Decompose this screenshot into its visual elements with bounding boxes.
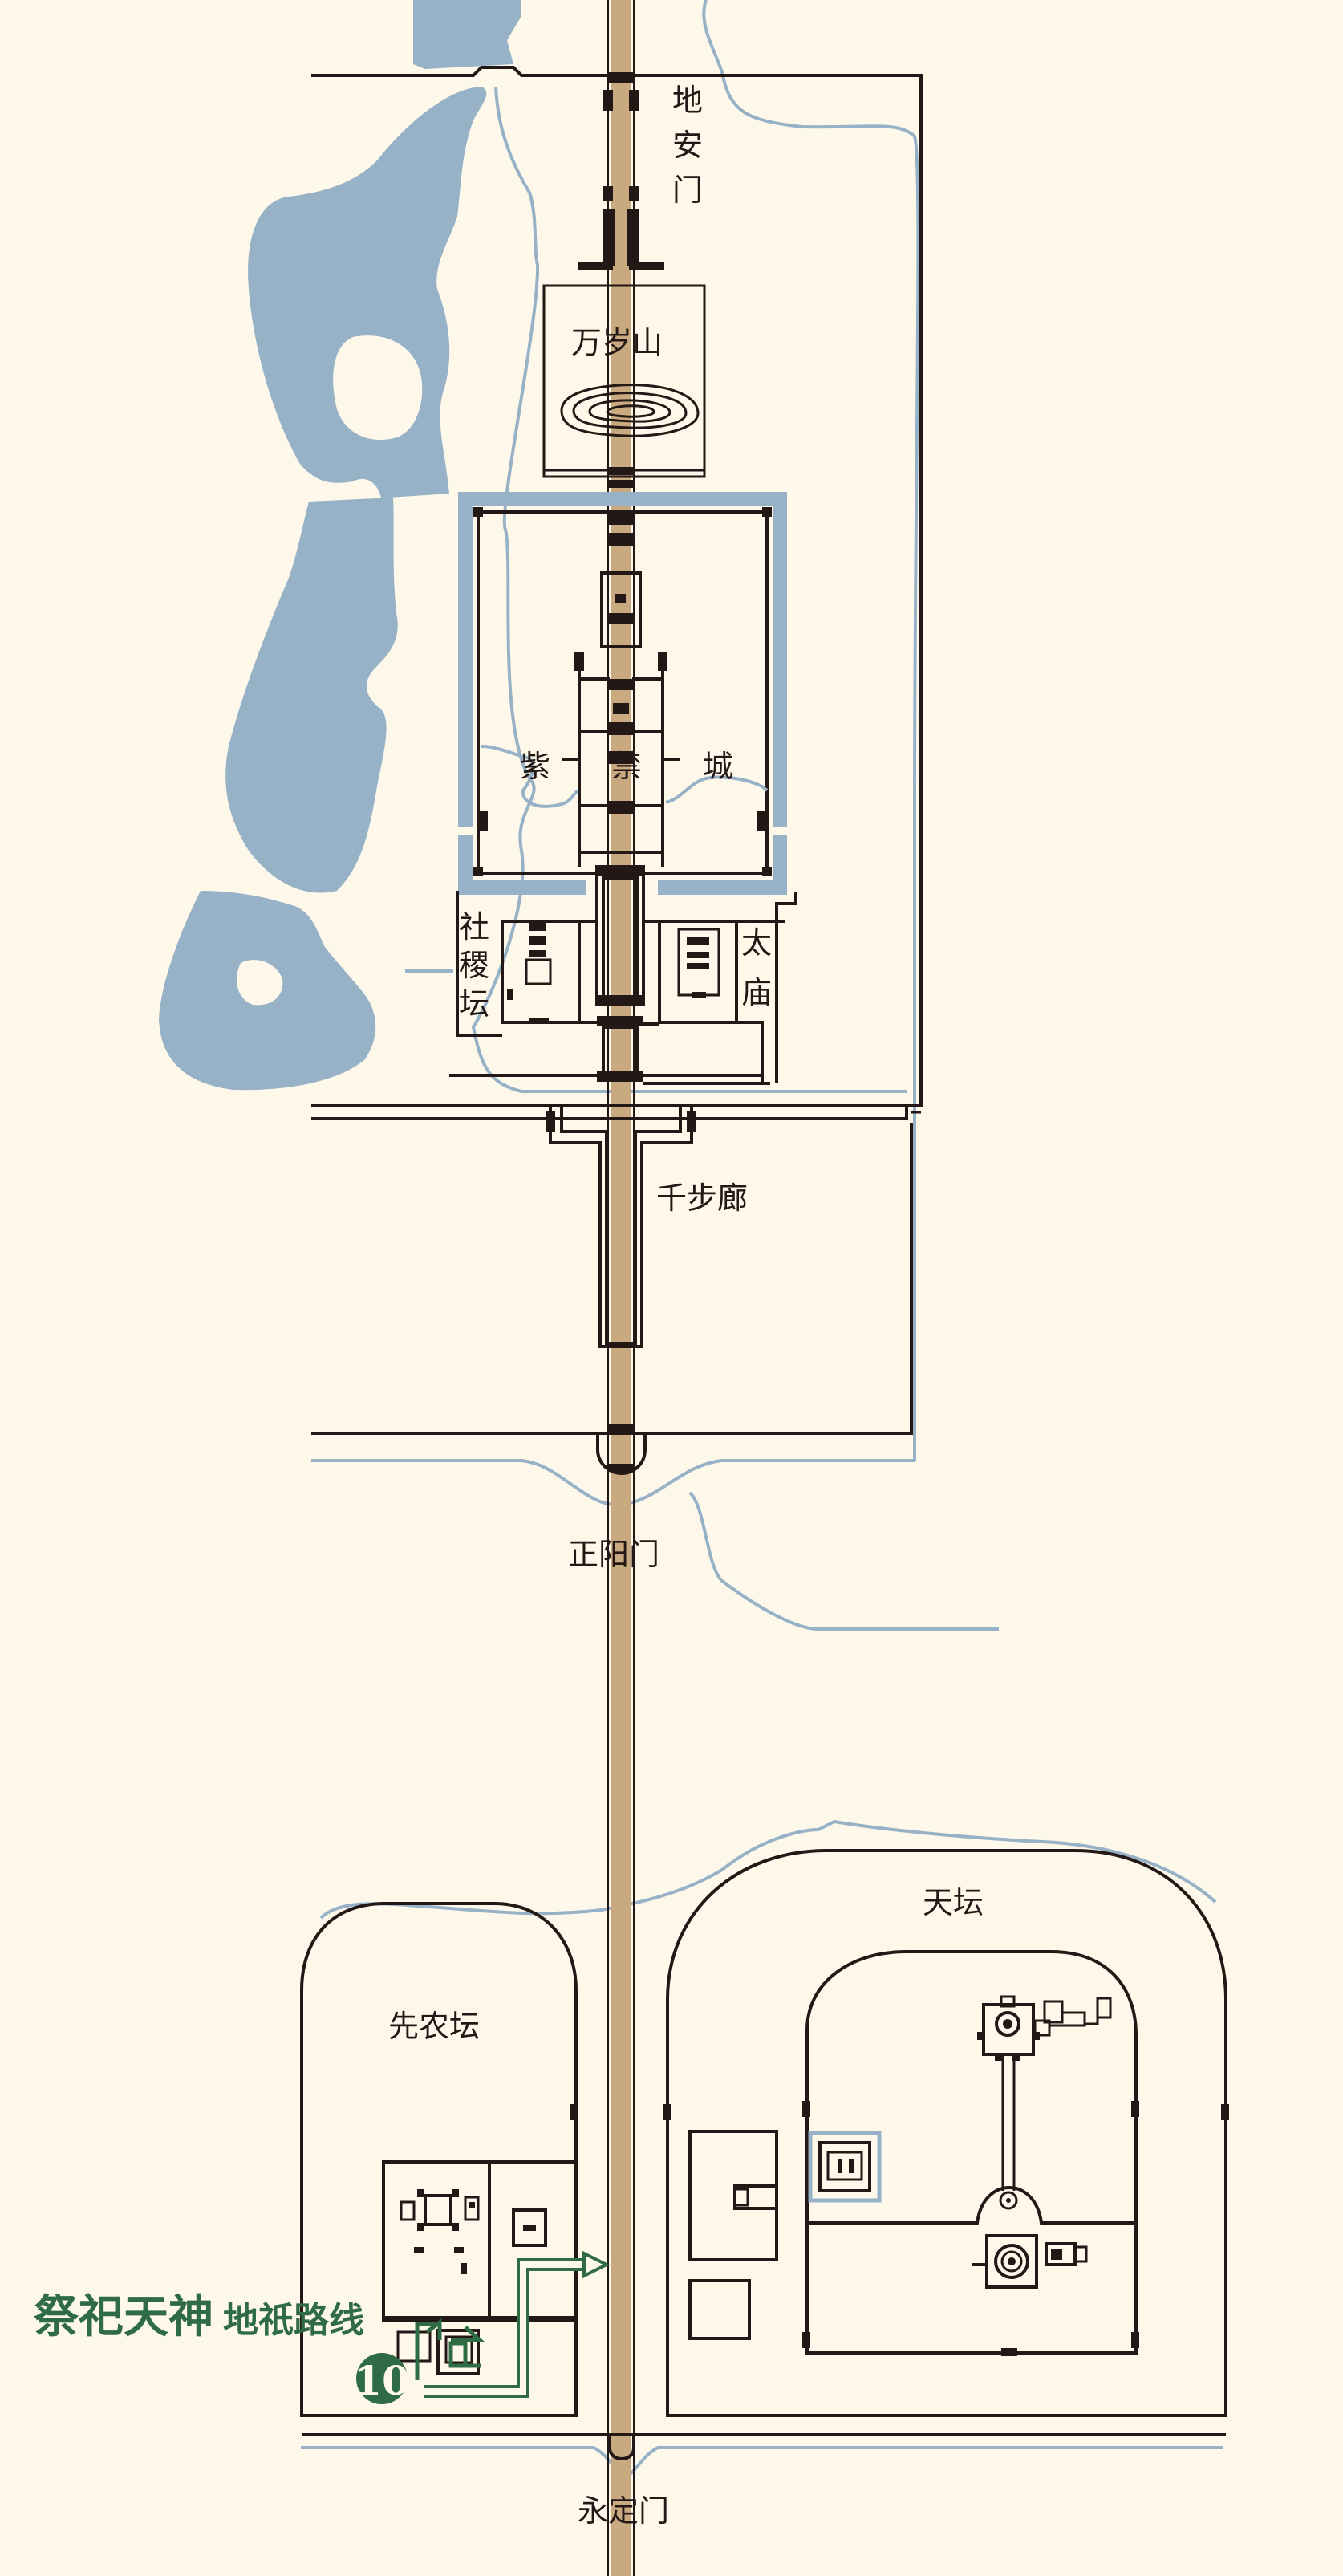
route-line-inner	[424, 2261, 594, 2395]
west-lake-middle	[225, 498, 398, 893]
sacrifice-route	[415, 2250, 611, 2398]
route-arrow-head	[582, 2250, 611, 2279]
yong-ding-men: 永定门	[302, 2433, 1226, 2529]
west-lake-north	[248, 87, 487, 498]
lake-island	[333, 335, 423, 441]
imperial-city-wall	[311, 66, 923, 1435]
tai-char: 太	[741, 925, 772, 961]
route-start-hook	[415, 2322, 485, 2380]
zheng-yang-men-label: 正阳门	[568, 1537, 659, 1572]
qian-bu-lang: 千步廊	[546, 1106, 748, 1348]
river-palace-west	[471, 86, 907, 1093]
she-char: 社	[459, 909, 489, 945]
di-an-men-gate	[578, 72, 664, 270]
xian-nong-tan-label: 先农坛	[388, 2009, 480, 2044]
cheng-char: 城	[703, 749, 733, 784]
south-lake-island	[237, 960, 283, 1006]
wan-sui-shan-label: 万岁山	[571, 325, 663, 360]
route-title-main: 祭祀天神	[34, 2290, 213, 2343]
miao-char: 庙	[741, 975, 772, 1010]
jin-char: 禁	[611, 749, 642, 784]
zhai-gong-outer	[808, 2131, 882, 2203]
axis-band	[611, 0, 631, 2576]
river-east-north	[702, 0, 920, 1461]
di-an-men-char-3: 门	[672, 173, 703, 208]
di-an-men-char-1: 地	[672, 83, 703, 118]
route-start-arrow	[425, 2318, 442, 2340]
route-title-sub: 地祇路线	[223, 2300, 364, 2341]
route-legend: 祭祀天神 地祇路线 10	[34, 2290, 410, 2404]
tian-tan-label: 天坛	[923, 1885, 984, 1920]
di-an-men-char-2: 安	[672, 128, 703, 163]
tian-tan: 天坛	[663, 1849, 1229, 2417]
xian-nong-tan: 先农坛	[300, 1902, 578, 2417]
north-lake-top	[413, 0, 521, 69]
yong-ding-men-label: 永定门	[578, 2493, 669, 2529]
forbidden-city: 紫 禁 城	[458, 492, 787, 895]
route-number: 10	[354, 2357, 410, 2404]
wan-sui-shan: 万岁山	[542, 284, 706, 488]
river-yongding	[301, 2446, 1223, 2478]
di-an-men-label: 地 安 门	[672, 83, 703, 208]
ji-char: 稷	[459, 948, 489, 983]
lakes	[159, 0, 521, 1091]
route-number-badge	[356, 2353, 408, 2404]
tan-char: 坛	[459, 986, 489, 1022]
zheng-yang-men: 正阳门	[568, 1424, 659, 1572]
river-se-branch	[688, 1491, 999, 1631]
qian-bu-lang-label: 千步廊	[656, 1180, 748, 1216]
front-courtyards: 社 稷 坛 太 庙	[405, 865, 797, 1085]
river-temple-north	[319, 1819, 1217, 1920]
zi-char: 紫	[520, 749, 550, 784]
